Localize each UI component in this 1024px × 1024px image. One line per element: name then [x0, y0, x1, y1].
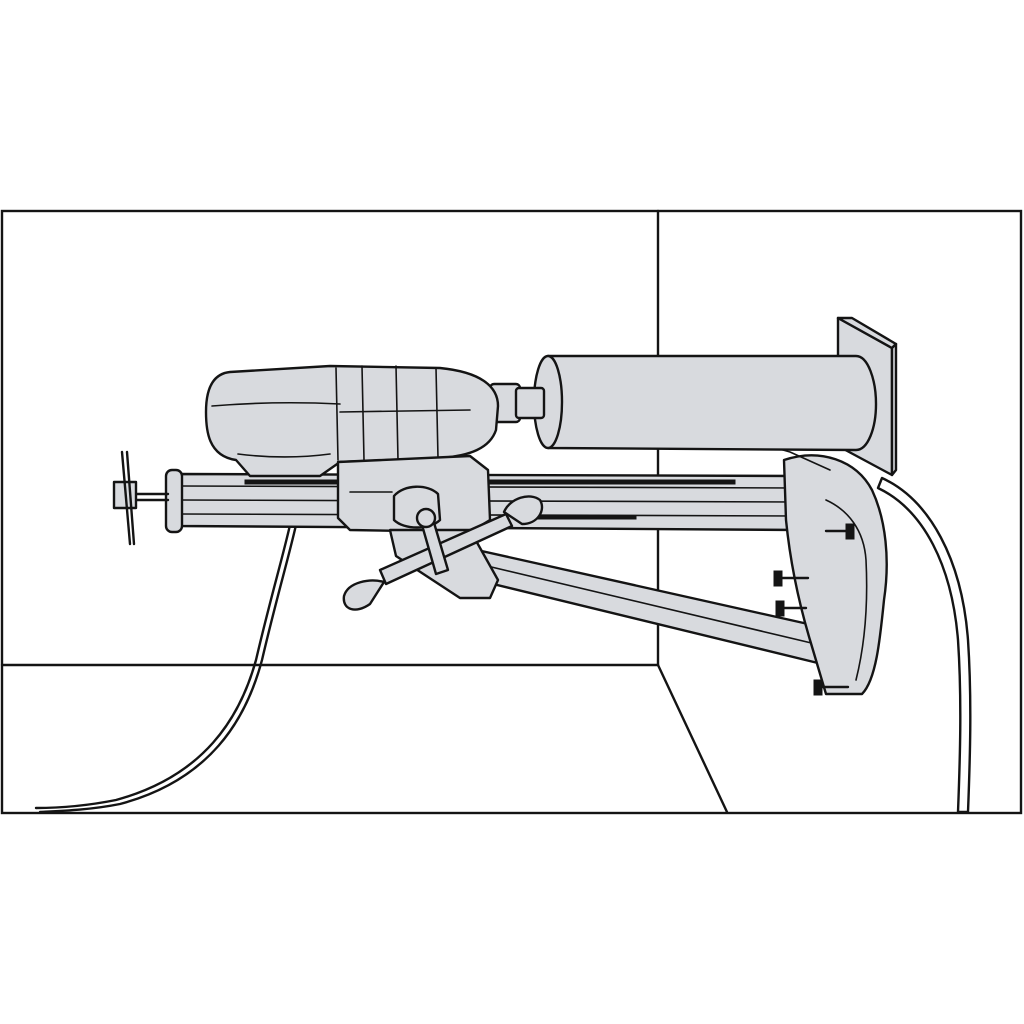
bracket-rib [825, 499, 868, 681]
spindle-shaft [514, 386, 546, 420]
floor-corner-line [656, 663, 729, 814]
screw-tbar-2 [125, 450, 136, 546]
water-hose [876, 476, 972, 814]
drill-motor [204, 364, 500, 478]
screw-tbar [120, 450, 132, 546]
motor-panel-line-4 [435, 367, 439, 459]
bolt-head [845, 523, 855, 540]
rail-end-screw [112, 450, 170, 546]
anchor-bolt-3 [775, 600, 808, 617]
feed-handle-knob-right[interactable] [502, 495, 544, 526]
feed-handle-knob-left[interactable] [342, 579, 386, 611]
anchor-bolt-4 [813, 679, 850, 696]
feed-handle-bar[interactable] [378, 512, 514, 586]
feed-handles[interactable] [342, 495, 544, 611]
motor-grip-line [237, 453, 331, 458]
anchor-bolt-2 [773, 570, 810, 587]
rail-slot-top [244, 479, 736, 485]
power-cable-left [38, 523, 298, 814]
core-bit-body [546, 354, 878, 452]
motor-band [339, 409, 471, 413]
bolt-head [773, 570, 783, 587]
feed-handle-pivot[interactable] [415, 507, 437, 529]
motor-seam [211, 401, 341, 407]
core-bit [532, 354, 878, 452]
wall-bracket [775, 447, 888, 696]
bolt-head [813, 679, 823, 696]
motor-housing [204, 364, 500, 478]
motor-panel-line-1 [335, 367, 339, 461]
bolt-head [775, 600, 785, 617]
power-cable-left-inner [34, 523, 292, 810]
diagonal-brace-line [461, 559, 825, 647]
anchor-bolts [773, 523, 855, 696]
motor-panel-line-3 [395, 365, 399, 461]
anchor-bolt-1 [824, 523, 855, 540]
wall-plate-side [890, 342, 898, 477]
motor-panel-line-2 [361, 365, 365, 461]
bracket-body [782, 454, 888, 696]
